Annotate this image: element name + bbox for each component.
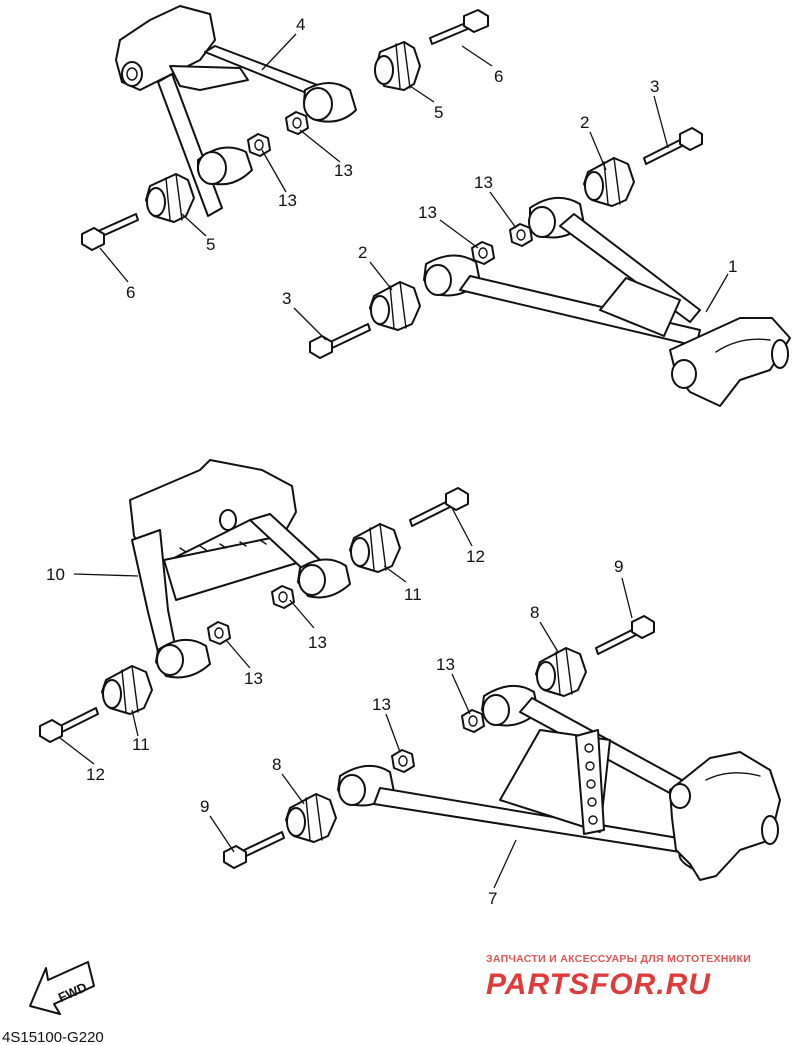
callout-5-a: 5: [434, 103, 443, 122]
watermark-tagline: ЗАПЧАСТИ И АКСЕССУАРЫ ДЛЯ МОТОТЕХНИКИ: [486, 953, 751, 965]
callout-9-b: 9: [200, 797, 209, 816]
callout-10: 10: [46, 565, 65, 584]
callout-13-e: 13: [308, 633, 327, 652]
nut-13-a: [285, 111, 309, 135]
watermark: ЗАПЧАСТИ И АКСЕССУАРЫ ДЛЯ МОТОТЕХНИКИ PA…: [486, 953, 751, 1001]
nut-13-g: [461, 709, 485, 733]
bolt-3-lower: [309, 323, 371, 359]
callout-2-a: 2: [580, 113, 589, 132]
callout-12-a: 12: [466, 547, 485, 566]
bolt-12-upper: [409, 487, 469, 527]
callout-3-a: 3: [650, 77, 659, 96]
upper-arm-4: [115, 5, 357, 217]
callout-6-a: 6: [494, 67, 503, 86]
rear-upper-arm-10: [129, 459, 351, 679]
callout-11-a: 11: [404, 585, 422, 604]
bushing-5-lower: [145, 173, 195, 223]
diagram-code: 4S15100-G220: [2, 1029, 104, 1045]
rear-lower-arm-7: [337, 685, 781, 881]
callout-11-b: 11: [132, 735, 150, 754]
callout-1: 1: [728, 257, 737, 276]
bushing-11-upper: [349, 523, 401, 573]
callout-3-b: 3: [282, 289, 291, 308]
callouts-upper: 4 6 5 13 13 5 6 3 2 13 13 1 2 3: [126, 15, 737, 308]
bolt-3-upper: [643, 127, 703, 165]
callout-2-b: 2: [358, 243, 367, 262]
lower-arm-1: [423, 197, 791, 407]
bolt-9-upper: [595, 615, 655, 655]
bushing-2-upper: [583, 157, 635, 207]
watermark-brand: PARTSFOR.RU: [486, 968, 711, 1001]
callout-13-c: 13: [474, 173, 493, 192]
bushing-8-lower: [285, 793, 337, 843]
callout-13-g: 13: [436, 655, 455, 674]
callout-13-a: 13: [334, 161, 353, 180]
bushing-11-lower: [101, 665, 153, 715]
nut-13-c: [509, 223, 533, 247]
bushing-2-lower: [369, 281, 421, 331]
bolt-6-lower: [81, 213, 139, 251]
callout-13-b: 13: [278, 191, 297, 210]
callout-7: 7: [488, 889, 497, 908]
callout-13-f: 13: [244, 669, 263, 688]
bolt-12-lower: [39, 707, 99, 743]
callouts-lower: 10 12 11 13 13 11 12 9 8 13 13 8 9 7: [46, 547, 623, 908]
nut-13-h: [391, 749, 415, 773]
callout-13-h: 13: [372, 695, 391, 714]
callout-12-b: 12: [86, 765, 105, 784]
nut-13-b: [247, 133, 271, 157]
fwd-arrow-icon: FWD: [29, 961, 95, 1015]
callout-13-d: 13: [418, 203, 437, 222]
callout-8-b: 8: [272, 755, 281, 774]
callout-5-b: 5: [206, 235, 215, 254]
bolt-6-upper: [429, 9, 489, 45]
nut-13-f: [207, 621, 231, 645]
bolt-9-lower: [223, 831, 285, 869]
bushing-5-upper: [374, 41, 421, 91]
bushing-8-upper: [535, 647, 587, 697]
callout-4: 4: [296, 15, 305, 34]
callout-6-b: 6: [126, 283, 135, 302]
leader-lines: [59, 33, 729, 889]
nut-13-e: [271, 585, 295, 609]
callout-8-a: 8: [530, 603, 539, 622]
callout-9-a: 9: [614, 557, 623, 576]
